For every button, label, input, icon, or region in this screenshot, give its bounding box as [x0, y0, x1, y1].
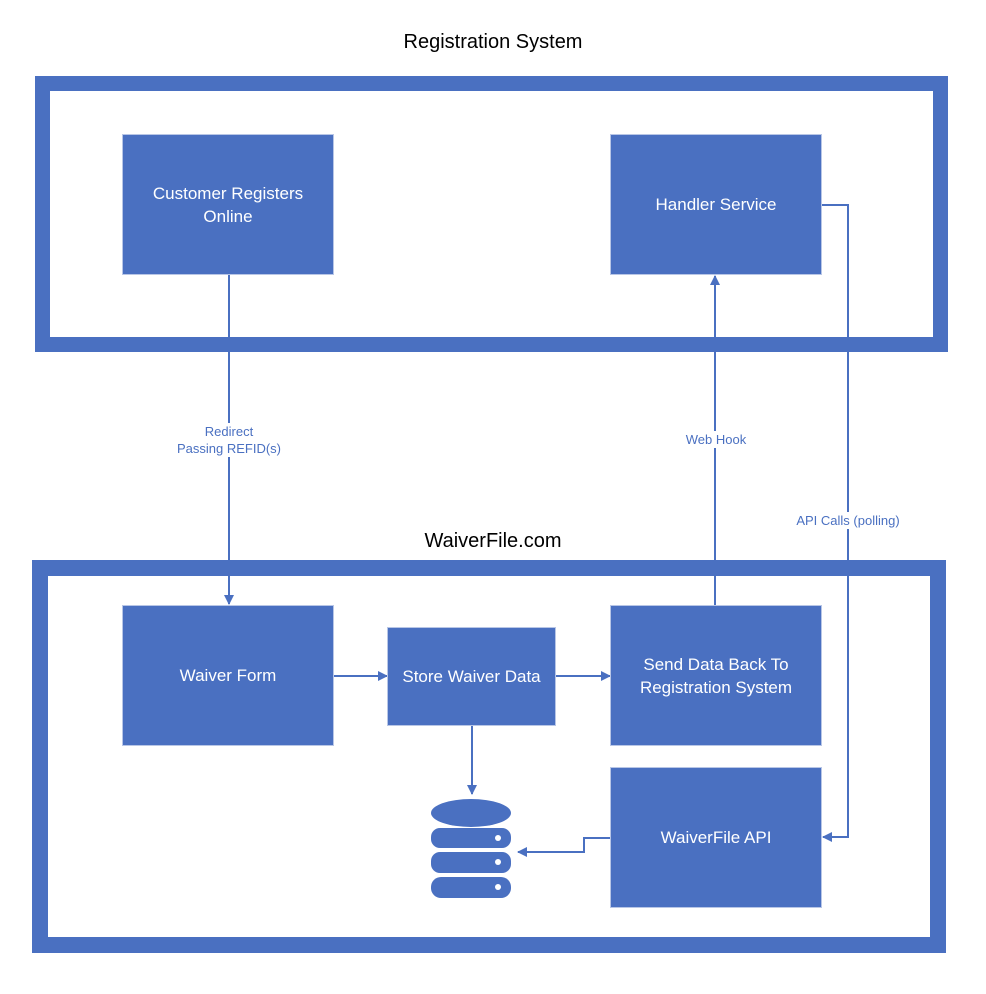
send-data-back-line2: Registration System [639, 677, 793, 697]
redirect-edge-label: Redirect Passing REFID(s) [159, 423, 299, 457]
waiver-form-node: Waiver Form [122, 605, 334, 746]
send-data-back-line1: Send Data Back To [643, 654, 789, 674]
database-icon [431, 799, 511, 898]
store-waiver-data-label: Store Waiver Data [402, 667, 541, 686]
webhook-edge-label: Web Hook [676, 431, 756, 448]
redirect-label-line2: Passing REFID(s) [176, 441, 282, 456]
store-waiver-data-node: Store Waiver Data [387, 627, 556, 726]
waiverfile-api-label: WaiverFile API [660, 828, 772, 847]
api-calls-edge-label: API Calls (polling) [780, 512, 916, 529]
customer-registers-line2: Online [203, 206, 253, 226]
waiverfile-api-node: WaiverFile API [610, 767, 822, 908]
customer-registers-node: Customer Registers Online [122, 134, 334, 275]
redirect-label-line1: Redirect [204, 424, 254, 439]
waiver-form-label: Waiver Form [179, 666, 277, 685]
handler-service-label: Handler Service [655, 195, 777, 214]
handler-service-node: Handler Service [610, 134, 822, 275]
send-data-back-node: Send Data Back To Registration System [610, 605, 822, 746]
waiverfile-title: WaiverFile.com [424, 530, 562, 552]
api-to-database-edge [517, 837, 610, 857]
registration-system-title: Registration System [403, 31, 583, 53]
customer-registers-line1: Customer Registers [152, 183, 304, 203]
